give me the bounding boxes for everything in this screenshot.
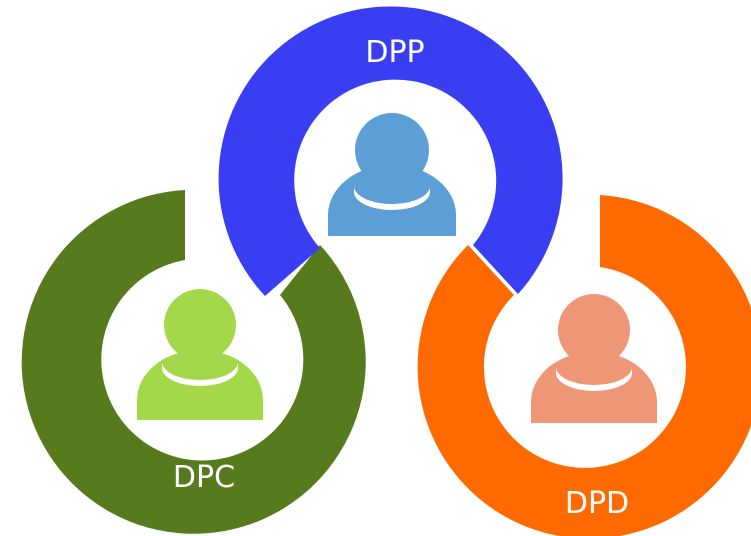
dpp-group: DPP xyxy=(218,6,563,297)
dpd-ring xyxy=(417,195,751,536)
dpc-person-icon xyxy=(137,289,263,420)
dpp-ring xyxy=(218,6,563,297)
dpp-person-icon xyxy=(328,113,456,236)
dpc-group: DPC xyxy=(21,190,366,534)
dpc-ring xyxy=(21,190,366,534)
dpd-group: DPD xyxy=(417,195,751,536)
dpc-label: DPC xyxy=(173,460,235,495)
dpp-label: DPP xyxy=(365,35,424,70)
dpd-person-icon xyxy=(531,294,657,423)
dpd-label: DPD xyxy=(565,486,629,521)
